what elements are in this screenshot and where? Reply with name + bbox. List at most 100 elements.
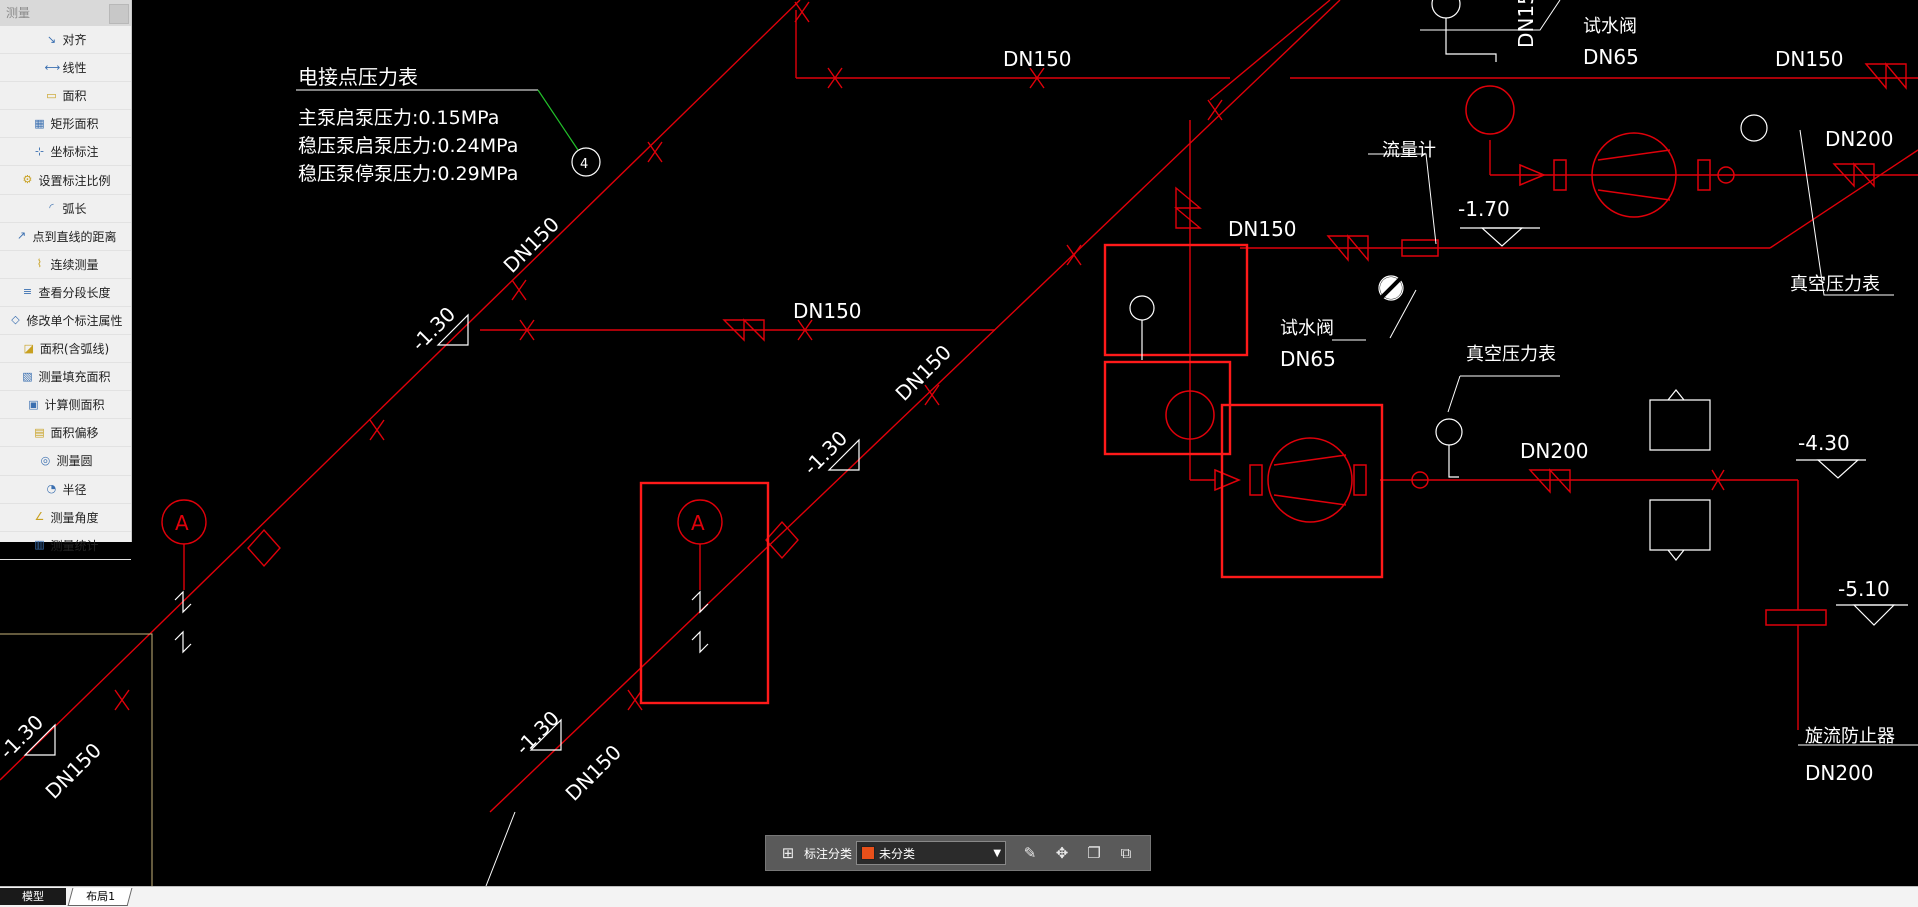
label-dn150-diag-1: DN150 [499,212,564,277]
palette-item-label: 面积(含弧线) [39,342,110,357]
pump-upper [1591,132,1677,218]
palette-item-1[interactable]: ↘对齐 [0,26,131,55]
tab-layout1[interactable]: 布局1 [67,888,133,906]
palette-item-label: 测量圆 [56,454,93,469]
hatch-area-icon: ▧ [22,369,33,383]
label-test-valve-top: 试水阀 [1583,16,1637,37]
palette-close-button[interactable] [109,4,129,24]
palette-item-label: 测量角度 [50,510,99,525]
radius-icon: ◔ [46,482,57,496]
viewport-frame [0,633,153,886]
palette-items: ↘对齐⟷线性▭面积 ▦ 矩形面积 ⊹ 坐标标注 ⚙设置标注比例 ◜ 弧长 ↗ 点到直线的距离 ⌇连续… [0,26,131,560]
palette-item-9[interactable]: ⌇连续测量 [0,251,131,279]
point-line-distance-icon: ↗ [16,229,27,243]
label-dn150-mid: DN150 [793,299,862,323]
label-dn200-bottom: DN200 [1805,761,1874,785]
label-dn150-diag-4: DN150 [41,738,106,803]
palette-item-16[interactable]: ◎测量圆 [0,447,131,476]
layout-tabs: 模型 布局1 [0,886,1918,907]
area-arc-icon: ◪ [23,341,35,355]
palette-item-label: 测量统计 [50,538,99,553]
align-dimension-icon: ↘ [46,32,57,46]
palette-item-label: 计算侧面积 [44,398,105,413]
label-vortex-preventer: 旋流防止器 [1805,726,1895,747]
cad-drawing[interactable]: 电接点压力表 主泵启泵压力:0.15MPa 稳压泵启泵压力:0.24MPa 稳压… [0,0,1918,886]
label-dn200-top: DN200 [1825,127,1894,151]
measure-palette[interactable]: 测量 ↘对齐⟷线性▭面积 ▦ 矩形面积 ⊹ 坐标标注 ⚙设置标注比例 ◜ 弧长 ↗ 点到直线的距离… [0,0,132,560]
grid-icon[interactable]: ⊞ [781,844,795,862]
label-flowmeter: 流量计 [1382,140,1436,161]
coordinate-icon: ⊹ [34,144,45,158]
elevation-130-c: -1.30 [511,706,565,760]
palette-item-label: 修改单个标注属性 [26,313,123,328]
copy-icon[interactable]: ❐ [1087,844,1101,862]
move-icon[interactable]: ✥ [1055,844,1069,862]
palette-item-label: 测量填充面积 [38,370,111,385]
rect-area-icon: ▦ [34,116,45,130]
palette-item-label: 矩形面积 [50,117,99,132]
palette-item-3[interactable]: ▭面积 [0,82,131,111]
palette-item-4[interactable]: ▦ 矩形面积 [0,110,131,139]
elevation-510: -5.10 [1838,577,1890,601]
label-vacuum-gauge: 真空压力表 [1466,344,1556,365]
palette-item-label: 设置标注比例 [38,173,111,188]
pump-lower [1267,437,1353,523]
palette-item-15[interactable]: ▤ 面积偏移 [0,419,131,448]
pipe-diagonal-left [0,0,801,781]
palette-item-2[interactable]: ⟷线性 [0,54,131,83]
highlight-box-pump-small [1103,360,1232,456]
label-dn150-diag-2: DN150 [891,340,956,405]
annotation-category-select[interactable]: 未分类 ▼ [856,841,1007,865]
paste-icon[interactable]: ⧉ [1120,844,1132,862]
palette-item-7[interactable]: ◜ 弧长 [0,195,131,223]
palette-item-label: 查看分段长度 [38,285,111,300]
annotation-toolbar[interactable]: ⊞ 标注分类 未分类 ▼ ✎ ✥ ❐ ⧉ [765,835,1151,871]
note-line-1: 主泵启泵压力:0.15MPa [298,107,499,129]
elevation-170: -1.70 [1458,197,1510,221]
chevron-down-icon: ▼ [993,847,1002,859]
tab-model[interactable]: 模型 [0,888,66,905]
label-dn65-top: DN65 [1583,45,1639,69]
highlight-box-valve [1103,243,1249,357]
area-offset-icon: ▤ [34,425,45,439]
segment-length-icon: ≡ [22,285,33,299]
palette-title: 测量 [6,6,31,20]
palette-item-6[interactable]: ⚙设置标注比例 [0,166,131,195]
note-line-2: 稳压泵启泵压力:0.24MPa [298,135,518,157]
palette-item-14[interactable]: ▣计算侧面积 [0,391,131,420]
palette-item-8[interactable]: ↗ 点到直线的距离 [0,223,131,251]
edit-annotation-icon: ◇ [11,313,20,327]
drawing-canvas[interactable]: 电接点压力表 主泵启泵压力:0.15MPa 稳压泵启泵压力:0.24MPa 稳压… [0,0,1918,886]
palette-item-label: 半径 [62,482,87,497]
palette-item-label: 坐标标注 [50,145,99,160]
gauge-number: 4 [580,157,588,172]
elevation-130-b: -1.30 [799,426,853,480]
label-dn150-topright: DN150 [1775,47,1844,71]
marker-a-label-boxed: A [691,511,705,535]
angle-icon: ∠ [34,510,45,524]
palette-item-10[interactable]: ≡ 查看分段长度 [0,279,131,307]
marker-a-label-left: A [175,511,189,535]
palette-item-5[interactable]: ⊹ 坐标标注 [0,138,131,167]
note-line-3: 稳压泵停泵压力:0.29MPa [298,163,518,185]
palette-title-bar[interactable]: 测量 [0,0,131,26]
palette-item-19[interactable]: ▥测量统计 [0,532,131,560]
palette-item-11[interactable]: ◇ 修改单个标注属性 [0,307,131,336]
palette-item-label: 点到直线的距离 [32,229,117,244]
palette-item-18[interactable]: ∠ 测量角度 [0,504,131,532]
category-color-swatch [861,846,876,860]
edit-icon[interactable]: ✎ [1023,844,1037,862]
label-vacuum-gauge-right: 真空压力表 [1790,274,1880,295]
palette-item-12[interactable]: ◪ 面积(含弧线) [0,335,131,364]
palette-item-label: 面积偏移 [50,426,99,441]
palette-item-13[interactable]: ▧ 测量填充面积 [0,363,131,392]
highlight-box-pump [1220,403,1384,579]
arc-length-icon: ◜ [49,201,54,215]
palette-item-17[interactable]: ◔ 半径 [0,476,131,504]
note-title: 电接点压力表 [298,65,418,89]
palette-item-label: 弧长 [62,201,87,216]
label-dn150-top: DN150 [1003,47,1072,71]
label-dn150-diag-3: DN150 [561,740,626,805]
label-dn150-right: DN150 [1228,217,1297,241]
category-value: 未分类 [879,846,916,861]
